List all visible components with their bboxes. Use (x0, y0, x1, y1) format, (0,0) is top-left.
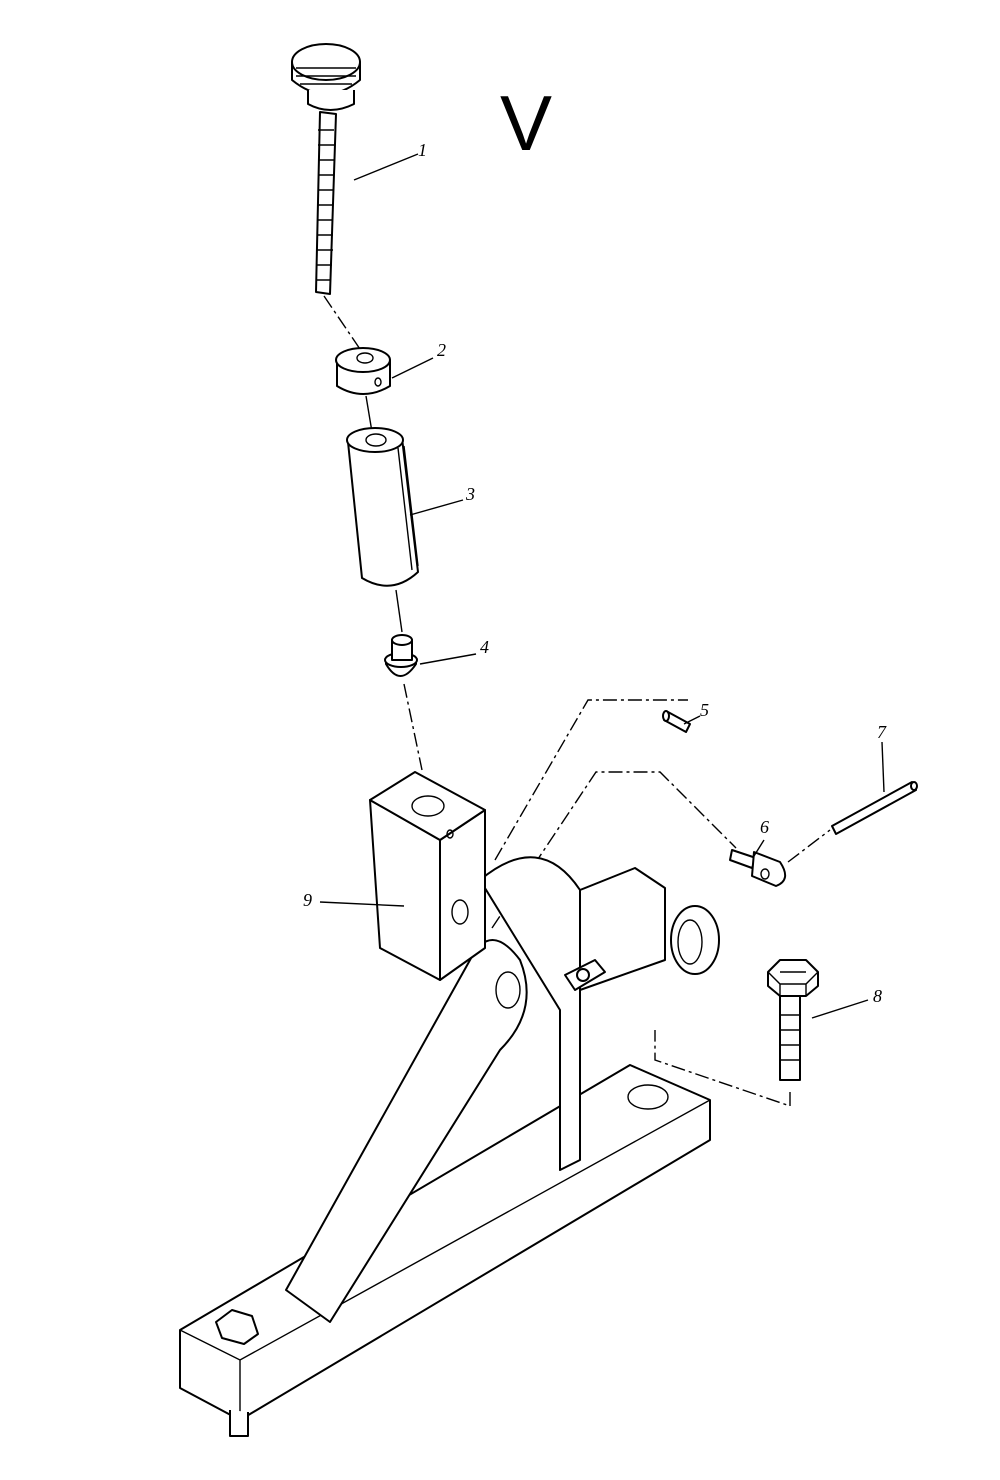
callout-3: 3 (466, 484, 475, 504)
callout-7: 7 (877, 722, 886, 742)
callout-6: 6 (760, 817, 769, 837)
callout-8: 8 (873, 986, 882, 1006)
callout-9: 9 (303, 890, 312, 910)
part-4-stepped-pin (384, 634, 418, 677)
part-2-collar (335, 347, 391, 395)
callout-2: 2 (437, 340, 446, 360)
part-5-pin (662, 710, 691, 733)
part-3-sleeve (346, 427, 419, 587)
callout-5: 5 (700, 700, 709, 720)
drawing-title: V (500, 79, 553, 167)
part-swing-arm (285, 856, 720, 1323)
part-7-rod (831, 781, 918, 835)
part-1-knob-screw (291, 43, 361, 295)
part-8-hex-bolt (767, 959, 819, 1081)
leader-lines (319, 153, 885, 1019)
part-6-thumb-screw (729, 849, 787, 887)
callout-1: 1 (418, 140, 427, 160)
part-9-block (369, 771, 486, 981)
callout-4: 4 (480, 637, 489, 657)
